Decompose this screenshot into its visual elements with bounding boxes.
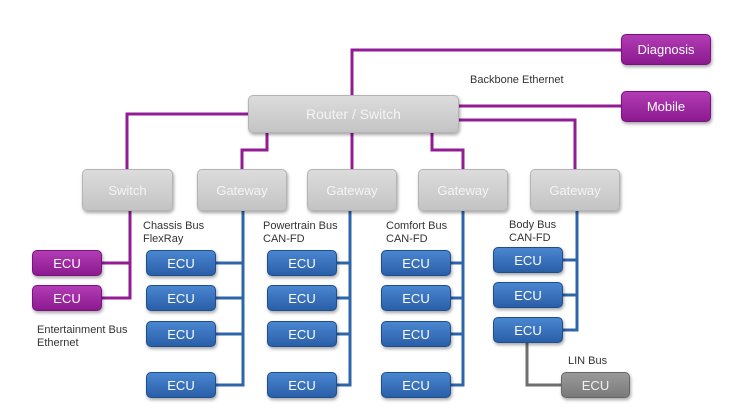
wire-powertrain-bus bbox=[337, 211, 352, 387]
ecu-body: ECU bbox=[493, 282, 563, 308]
chassis-bus-name: Chassis Bus bbox=[143, 220, 205, 232]
wire-chassis-bus bbox=[216, 211, 245, 387]
ecu-comfort: ECU bbox=[381, 285, 451, 311]
ecu-entertainment: ECU bbox=[32, 285, 102, 311]
ecu-chassis: ECU bbox=[146, 321, 216, 347]
ecu-body: ECU bbox=[493, 247, 563, 273]
comfort-bus-protocol: CAN-FD bbox=[386, 233, 428, 245]
body-bus-name: Body Bus bbox=[509, 219, 557, 231]
mobile-node: Mobile bbox=[621, 91, 711, 122]
ecu-powertrain: ECU bbox=[267, 321, 337, 347]
wire-router-gateway4 bbox=[459, 118, 577, 169]
wire-router-switch bbox=[125, 112, 248, 169]
wire-body-bus bbox=[563, 211, 579, 332]
diagnosis-node: Diagnosis bbox=[621, 34, 711, 65]
router-switch-node: Router / Switch bbox=[248, 95, 459, 133]
powertrain-bus-name: Powertrain Bus bbox=[263, 220, 338, 232]
switch-node: Switch bbox=[82, 169, 173, 211]
backbone-label: Backbone Ethernet bbox=[470, 74, 564, 86]
comfort-bus-name: Comfort Bus bbox=[386, 220, 448, 232]
ecu-entertainment: ECU bbox=[32, 250, 102, 276]
wire-router-diagnosis bbox=[350, 48, 621, 95]
gateway-body-node: Gateway bbox=[530, 169, 620, 211]
wire-lin-bus bbox=[525, 343, 561, 387]
ecu-comfort: ECU bbox=[381, 321, 451, 347]
ecu-chassis: ECU bbox=[146, 285, 216, 311]
lin-bus-label: LIN Bus bbox=[568, 355, 608, 367]
wire-switch-ecus bbox=[102, 211, 132, 300]
ecu-comfort: ECU bbox=[381, 250, 451, 276]
entertainment-bus-name: Entertainment Bus bbox=[37, 324, 128, 336]
gateway-comfort-node: Gateway bbox=[418, 169, 508, 211]
powertrain-bus-protocol: CAN-FD bbox=[263, 233, 305, 245]
gateway-powertrain-node: Gateway bbox=[307, 169, 397, 211]
wire-router-gateway3 bbox=[430, 133, 465, 169]
ecu-powertrain: ECU bbox=[267, 372, 337, 398]
ecu-comfort: ECU bbox=[381, 372, 451, 398]
entertainment-bus-protocol: Ethernet bbox=[37, 337, 79, 349]
wire-comfort-bus bbox=[451, 211, 465, 387]
ecu-powertrain: ECU bbox=[267, 285, 337, 311]
ecu-powertrain: ECU bbox=[267, 250, 337, 276]
ecu-lin: ECU bbox=[561, 372, 630, 398]
ecu-chassis: ECU bbox=[146, 372, 216, 398]
chassis-bus-protocol: FlexRay bbox=[143, 233, 184, 245]
gateway-chassis-node: Gateway bbox=[197, 169, 287, 211]
ecu-body: ECU bbox=[493, 317, 563, 343]
ecu-chassis: ECU bbox=[146, 250, 216, 276]
body-bus-protocol: CAN-FD bbox=[509, 232, 551, 244]
wire-router-gateway1 bbox=[240, 133, 269, 169]
